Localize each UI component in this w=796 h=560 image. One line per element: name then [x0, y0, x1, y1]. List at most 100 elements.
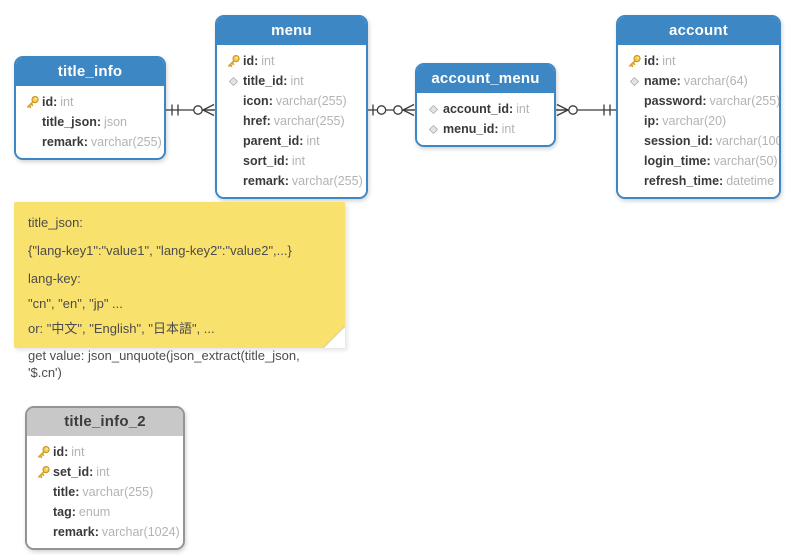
table-title[interactable]: title_info_2	[27, 408, 183, 436]
field-name: password:	[644, 94, 707, 108]
field-row-ip[interactable]: ip:varchar(20)	[624, 111, 775, 131]
field-row-remark[interactable]: remark:varchar(255)	[223, 171, 363, 191]
relationship-account_menu-account[interactable]	[556, 103, 616, 117]
field-type: varchar(255)	[291, 174, 363, 188]
field-row-id[interactable]: id:int	[22, 92, 160, 112]
table-title[interactable]: account_menu	[417, 65, 554, 93]
field-type: json	[104, 115, 127, 129]
note-line-2: {"lang-key1":"value1", "lang-key2":"valu…	[28, 243, 292, 258]
field-row-sort_id[interactable]: sort_id:int	[223, 151, 362, 171]
field-row-account_id[interactable]: account_id:int	[423, 99, 550, 119]
field-type: varchar(255)	[82, 485, 154, 499]
foreign-key-diamond-icon	[423, 124, 443, 135]
note-line-4: "cn", "en", "jp" ...	[28, 296, 123, 311]
field-name: parent_id:	[243, 134, 304, 148]
field-row-refresh_time[interactable]: refresh_time:datetime	[624, 171, 775, 191]
relationship-menu-account_menu[interactable]	[368, 103, 415, 117]
field-row-menu_id[interactable]: menu_id:int	[423, 119, 550, 139]
note-line-6: get value: json_unquote(json_extract(tit…	[28, 348, 300, 380]
field-name: id:	[644, 54, 660, 68]
field-name: refresh_time:	[644, 174, 724, 188]
field-name: name:	[644, 74, 681, 88]
field-name: id:	[53, 445, 69, 459]
field-name: remark:	[42, 135, 88, 149]
field-type: varchar(255)	[273, 114, 345, 128]
field-row-password[interactable]: password:varchar(255)	[624, 91, 779, 111]
primary-key-icon	[22, 95, 42, 110]
field-name: account_id:	[443, 102, 514, 116]
field-name: id:	[42, 95, 58, 109]
primary-key-icon	[33, 445, 53, 460]
table-title[interactable]: menu	[217, 17, 366, 45]
field-row-id[interactable]: id:int	[223, 51, 362, 71]
sticky-note-text: title_json:{"lang-key1":"value1", "lang-…	[28, 214, 331, 381]
field-name: title_json:	[42, 115, 102, 129]
primary-key-icon	[624, 54, 644, 69]
field-type: enum	[78, 505, 111, 519]
field-row-tag[interactable]: tag:enum	[33, 502, 179, 522]
field-row-remark[interactable]: remark:varchar(1024)	[33, 522, 180, 542]
field-row-login_time[interactable]: login_time:varchar(50)	[624, 151, 778, 171]
field-type: int	[662, 54, 676, 68]
table-title[interactable]: title_info	[16, 58, 164, 86]
field-name: session_id:	[644, 134, 713, 148]
primary-key-icon	[223, 54, 243, 69]
field-row-icon[interactable]: icon:varchar(255)	[223, 91, 362, 111]
field-type: varchar(20)	[662, 114, 727, 128]
field-type: varchar(50)	[713, 154, 778, 168]
field-row-parent_id[interactable]: parent_id:int	[223, 131, 362, 151]
field-row-remark[interactable]: remark:varchar(255)	[22, 132, 162, 152]
foreign-key-diamond-icon	[624, 76, 644, 87]
field-row-href[interactable]: href:varchar(255)	[223, 111, 362, 131]
field-name: set_id:	[53, 465, 94, 479]
field-name: icon:	[243, 94, 273, 108]
field-type: varchar(1024)	[101, 525, 180, 539]
field-type: int	[501, 122, 515, 136]
note-folded-corner-icon	[323, 326, 345, 348]
field-type: varchar(255)	[709, 94, 781, 108]
note-line-3: lang-key:	[28, 271, 81, 286]
field-name: login_time:	[644, 154, 711, 168]
table-title[interactable]: account	[618, 17, 779, 45]
field-row-id[interactable]: id:int	[33, 442, 179, 462]
field-name: sort_id:	[243, 154, 289, 168]
field-name: remark:	[243, 174, 289, 188]
field-row-set_id[interactable]: set_id:int	[33, 462, 179, 482]
field-row-title_json[interactable]: title_json:json	[22, 112, 160, 132]
sticky-note[interactable]: title_json:{"lang-key1":"value1", "lang-…	[14, 202, 345, 380]
field-type: varchar(255)	[275, 94, 347, 108]
field-name: id:	[243, 54, 259, 68]
field-type: int	[290, 74, 304, 88]
field-name: ip:	[644, 114, 660, 128]
note-line-5: or: "中文", "English", "日本語", ...	[28, 321, 215, 336]
field-type: int	[306, 134, 320, 148]
field-name: title_id:	[243, 74, 288, 88]
field-row-title[interactable]: title:varchar(255)	[33, 482, 179, 502]
field-name: remark:	[53, 525, 99, 539]
field-row-session_id[interactable]: session_id:varchar(100)	[624, 131, 779, 151]
field-type: varchar(255)	[90, 135, 162, 149]
field-type: varchar(100)	[715, 134, 781, 148]
field-type: int	[71, 445, 85, 459]
field-row-name[interactable]: name:varchar(64)	[624, 71, 775, 91]
field-type: datetime	[726, 174, 775, 188]
relationship-title_info-menu[interactable]	[166, 103, 215, 117]
field-type: varchar(64)	[683, 74, 748, 88]
field-type: int	[516, 102, 530, 116]
field-name: href:	[243, 114, 271, 128]
field-row-id[interactable]: id:int	[624, 51, 775, 71]
field-type: int	[261, 54, 275, 68]
field-row-title_id[interactable]: title_id:int	[223, 71, 362, 91]
